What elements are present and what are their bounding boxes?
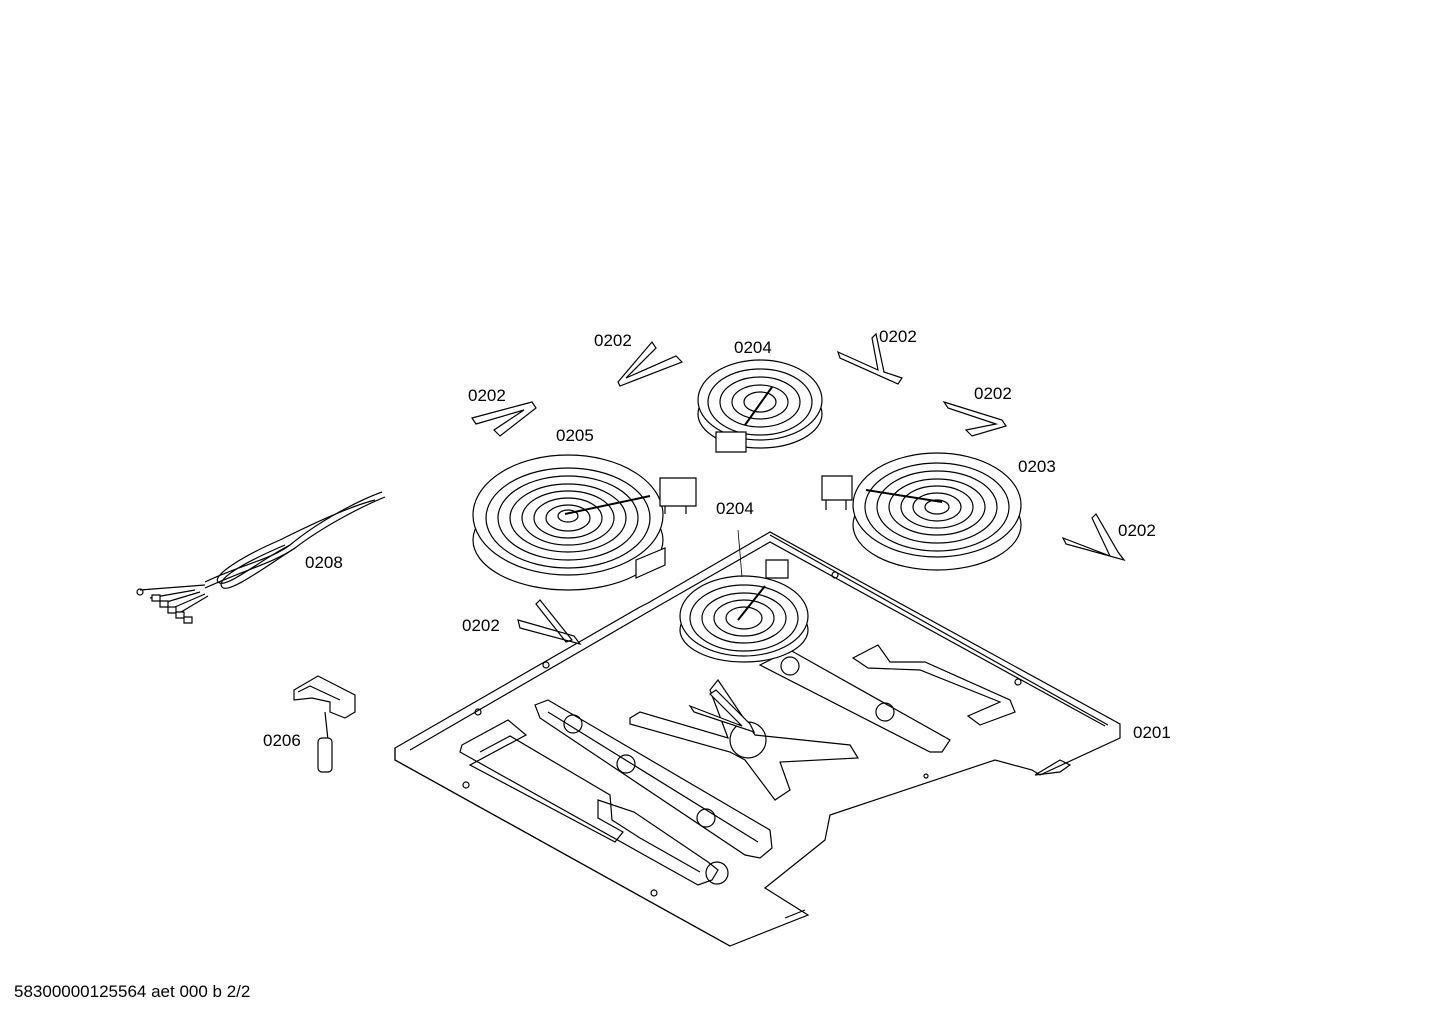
clip-drawings <box>472 334 1124 732</box>
label-base-tray: 0201 <box>1133 723 1171 742</box>
label-clip-far-right: 0202 <box>1118 521 1156 540</box>
burner-0203-drawing <box>822 453 1021 570</box>
label-burner-large: 0205 <box>556 426 594 445</box>
label-burner-small-center: 0204 <box>716 499 754 518</box>
burner-0205-drawing <box>473 455 696 590</box>
label-burner-small-top: 0204 <box>734 338 772 357</box>
burner-0204-top-drawing <box>698 360 822 452</box>
label-burner-right: 0203 <box>1018 457 1056 476</box>
cable-harness-drawing <box>137 492 385 623</box>
label-switch-part: 0206 <box>263 731 301 750</box>
label-clip-mid-right: 0202 <box>974 384 1012 403</box>
burner-0204-center-drawing <box>680 530 808 662</box>
base-tray-drawing <box>395 532 1120 946</box>
label-clip-mid-left: 0202 <box>468 386 506 405</box>
label-cable-harness: 0208 <box>305 553 343 572</box>
document-footer-code: 58300000125564 aet 000 b 2/2 <box>14 982 251 1001</box>
switch-part-drawing <box>294 676 355 772</box>
label-clip-top-right: 0202 <box>879 327 917 346</box>
label-clip-lower-left: 0202 <box>462 616 500 635</box>
label-clip-top-left: 0202 <box>594 331 632 350</box>
